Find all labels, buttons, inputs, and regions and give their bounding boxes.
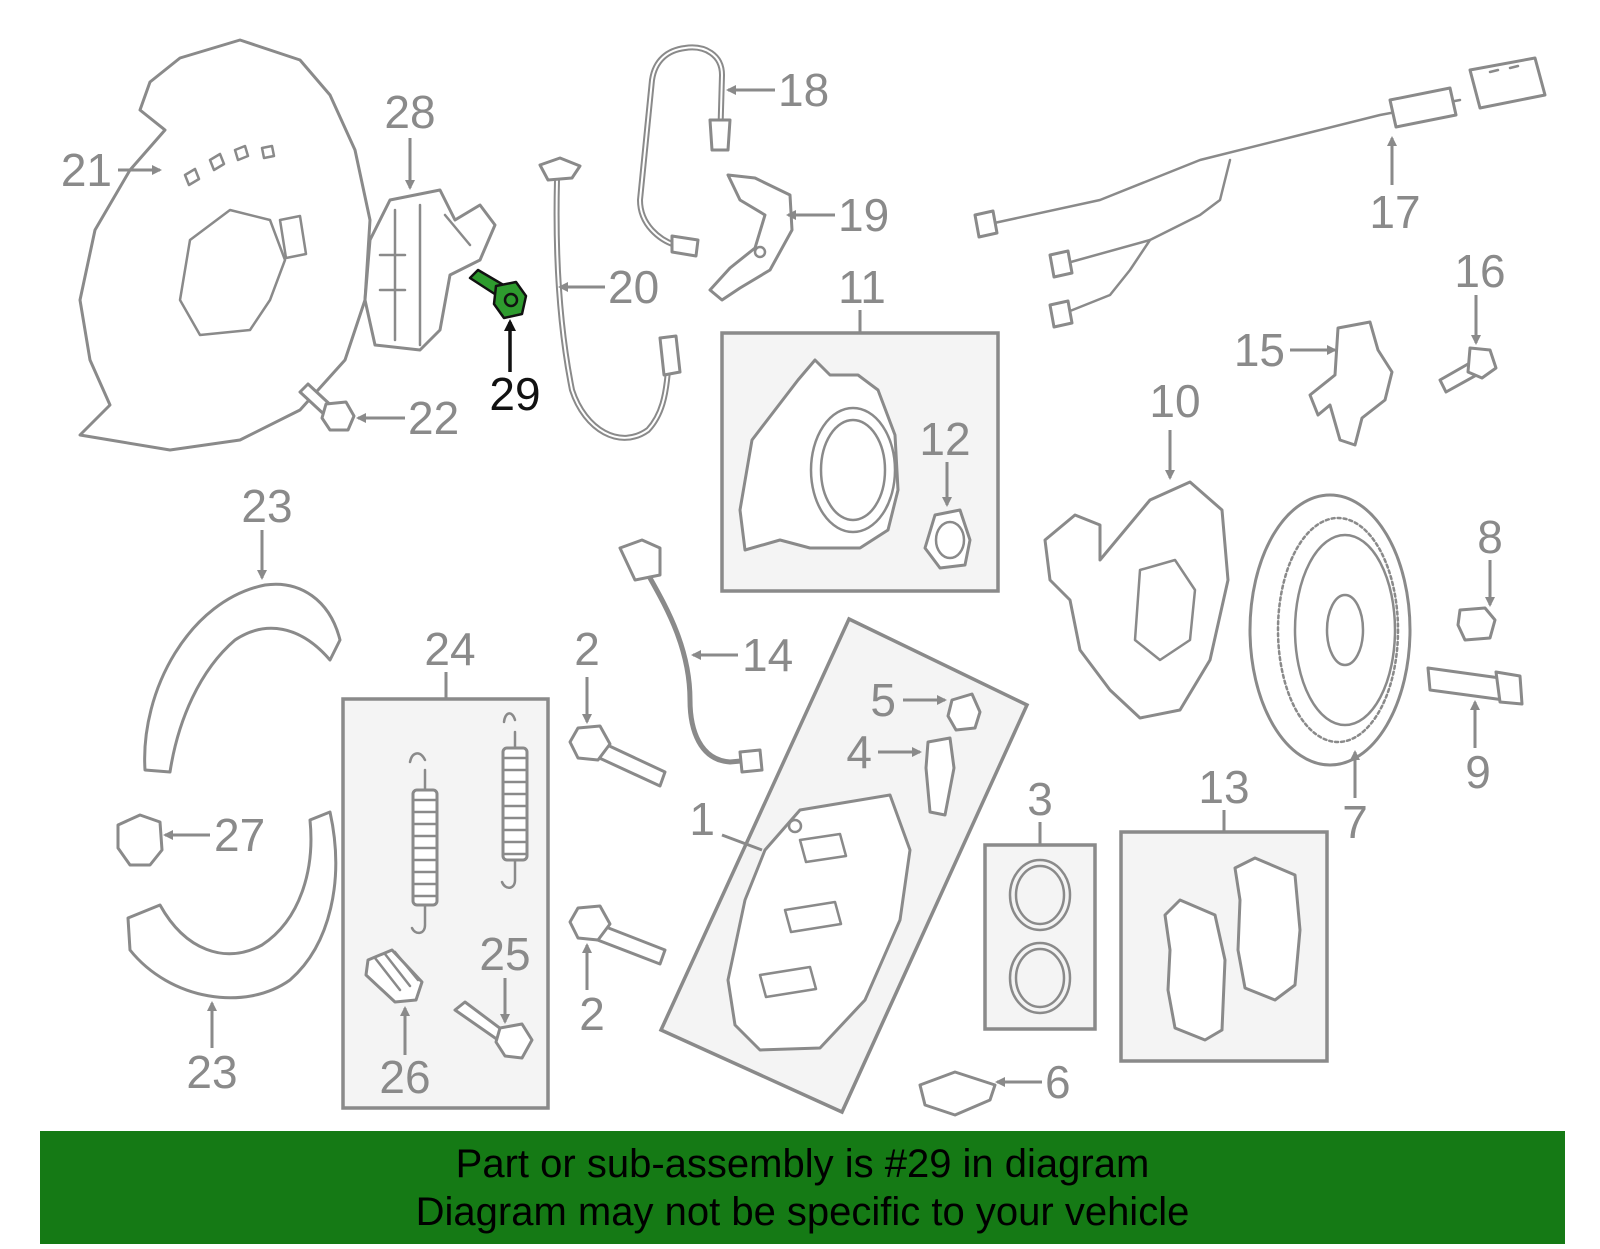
banner-line-2: Diagram may not be specific to your vehi…: [415, 1189, 1190, 1234]
banner-line-1: Part or sub-assembly is #29 in diagram: [455, 1141, 1150, 1186]
bolt-29[interactable]: [468, 268, 528, 320]
speed-sensor-15[interactable]: [1308, 320, 1394, 447]
callout-28: 28: [384, 86, 435, 138]
callout-2-lower: 2: [579, 988, 605, 1040]
callout-20: 20: [608, 261, 659, 313]
callout-29: 29: [489, 368, 540, 420]
callout-1: 1: [689, 793, 715, 845]
info-banner: Part or sub-assembly is #29 in diagram D…: [40, 1131, 1565, 1244]
callout-26: 26: [379, 1051, 430, 1103]
callout-12: 12: [919, 413, 970, 465]
callout-3: 3: [1027, 773, 1053, 825]
callout-21: 21: [61, 144, 112, 196]
callout-6: 6: [1045, 1056, 1071, 1108]
brake-shoe-23-lower[interactable]: [126, 810, 338, 1000]
callout-11: 11: [838, 261, 886, 313]
callout-17: 17: [1369, 186, 1420, 238]
bolt-22[interactable]: [298, 382, 356, 432]
spring-26[interactable]: [364, 948, 424, 1004]
callout-19: 19: [838, 189, 889, 241]
seal-12[interactable]: [923, 508, 972, 570]
callout-5: 5: [870, 674, 896, 726]
callout-10: 10: [1149, 375, 1200, 427]
wear-sensor-14[interactable]: [618, 538, 764, 774]
bracket-19[interactable]: [708, 173, 794, 302]
backing-plate-21[interactable]: [78, 38, 372, 452]
callout-25: 25: [479, 928, 530, 980]
brake-line-18[interactable]: [637, 44, 732, 258]
callout-22: 22: [408, 392, 459, 444]
callout-14: 14: [742, 629, 793, 681]
caliper-1[interactable]: [726, 793, 912, 1052]
callout-9: 9: [1465, 746, 1491, 798]
pin-25[interactable]: [453, 1000, 534, 1060]
callout-15: 15: [1234, 324, 1285, 376]
bolt-2-lower[interactable]: [568, 904, 667, 966]
bolt-16[interactable]: [1438, 346, 1498, 394]
callout-4: 4: [846, 726, 872, 778]
group-box-3: [983, 843, 1097, 1031]
callout-13: 13: [1198, 761, 1249, 813]
callout-18: 18: [778, 64, 829, 116]
clip-6[interactable]: [918, 1070, 997, 1117]
bleeder-screw-4[interactable]: [924, 736, 956, 817]
wear-sensor-harness-17[interactable]: [973, 56, 1547, 329]
spring-kit-24[interactable]: [408, 712, 529, 935]
callout-16: 16: [1454, 245, 1505, 297]
adjuster-27[interactable]: [116, 813, 164, 867]
parking-brake-caliper-28[interactable]: [363, 188, 497, 352]
callout-23-lower: 23: [186, 1046, 237, 1098]
callout-7: 7: [1342, 796, 1368, 848]
callout-24: 24: [424, 623, 475, 675]
bolt-2-upper[interactable]: [568, 724, 667, 788]
brake-shoe-23-upper[interactable]: [143, 582, 342, 774]
seal-kit-3[interactable]: [1008, 858, 1072, 1015]
brake-pads-13[interactable]: [1163, 856, 1302, 1042]
brake-rotor-7[interactable]: [1248, 493, 1412, 767]
callout-2-upper: 2: [574, 623, 600, 675]
plug-8[interactable]: [1456, 606, 1497, 642]
wheel-hub-10[interactable]: [1043, 480, 1230, 720]
callout-27: 27: [214, 809, 265, 861]
callout-23-upper: 23: [241, 480, 292, 532]
bleeder-cap-5[interactable]: [946, 692, 982, 732]
caliper-housing-11[interactable]: [738, 358, 900, 552]
brake-hose-20[interactable]: [538, 156, 682, 441]
bolt-9[interactable]: [1426, 666, 1524, 706]
leader-1: [721, 833, 763, 852]
callout-8: 8: [1477, 511, 1503, 563]
